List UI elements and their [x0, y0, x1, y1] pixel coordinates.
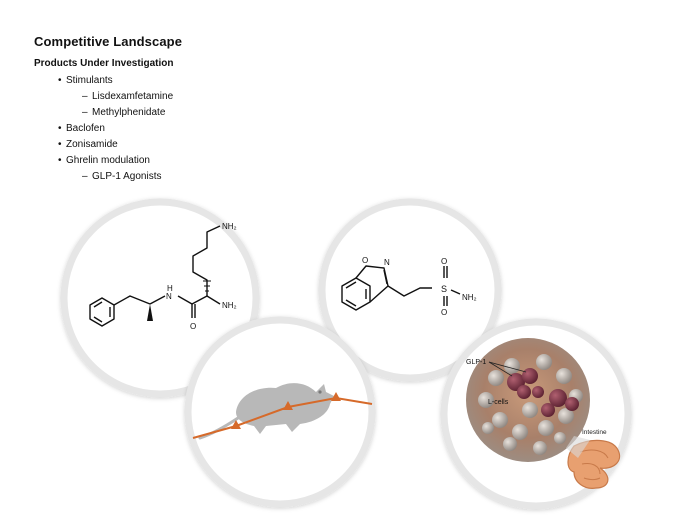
list-subitem-label: GLP-1 Agonists: [92, 171, 162, 182]
list-item: Baclofen: [58, 121, 173, 137]
list-item: Ghrelin modulation GLP-1 Agonists: [58, 153, 173, 185]
intestine-label: Intestine: [582, 429, 607, 436]
nitrogen-label: N: [166, 292, 172, 301]
oxygen-label: O: [362, 256, 368, 265]
list-item: Zonisamide: [58, 137, 173, 153]
lcells-label: L-cells: [488, 399, 509, 406]
nitrogen-label: N: [384, 258, 390, 267]
section-subtitle: Products Under Investigation: [34, 58, 174, 69]
oxygen-label: O: [441, 308, 447, 317]
intestine-icon: [566, 436, 621, 489]
list-subitem: Lisdexamfetamine: [82, 89, 173, 105]
amine-label: NH₂: [222, 222, 237, 231]
glp1-label: GLP-1: [466, 359, 486, 366]
intestine-lcells-image: GLP-1 L-cells Intestine: [440, 318, 632, 510]
list-subitem: Methylphenidate: [82, 105, 173, 121]
hydrogen-label: H: [167, 284, 173, 293]
products-list: Stimulants Lisdexamfetamine Methylphenid…: [58, 73, 173, 185]
list-item: Stimulants Lisdexamfetamine Methylphenid…: [58, 73, 173, 121]
list-subitem: GLP-1 Agonists: [82, 169, 173, 185]
list-subitem-label: Methylphenidate: [92, 107, 166, 118]
list-subitem-label: Lisdexamfetamine: [92, 91, 174, 102]
amine-label: NH₂: [462, 293, 477, 302]
data-marker: [331, 392, 341, 401]
data-marker: [231, 420, 241, 429]
data-marker: [283, 401, 293, 410]
list-item-label: Stimulants: [66, 75, 113, 86]
oxygen-label: O: [441, 257, 447, 266]
lisdexamfetamine-structure-image: NH₂ NH₂ N H O: [60, 198, 260, 398]
zonisamide-structure-image: O N S O O NH₂: [318, 198, 502, 382]
rat-study-image: [184, 316, 376, 508]
list-item-label: Zonisamide: [66, 139, 118, 150]
sulfur-label: S: [441, 284, 447, 294]
slide-title: Competitive Landscape: [34, 34, 183, 49]
list-item-label: Baclofen: [66, 123, 105, 134]
amine-label: NH₂: [222, 301, 237, 310]
list-item-label: Ghrelin modulation: [66, 155, 150, 166]
oxygen-label: O: [190, 322, 196, 331]
